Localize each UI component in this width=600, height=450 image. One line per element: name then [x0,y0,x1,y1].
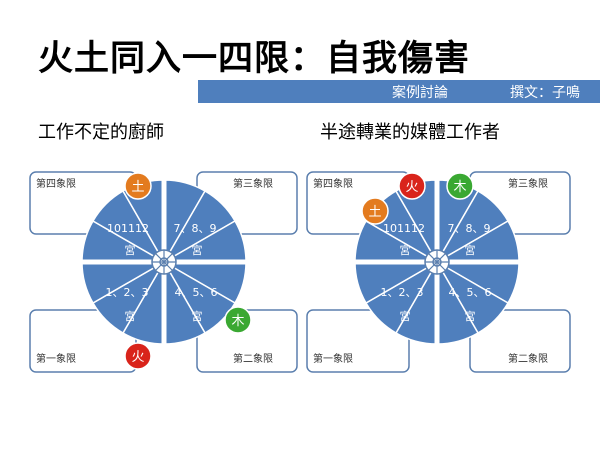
right-gong-lt: 宮 [400,243,411,257]
right-q3-label: 第三象限 [508,177,548,190]
left-fire-planet: 火 [124,342,152,370]
right-wood-planet: 木 [446,172,474,200]
banner-category: 案例討論 [392,85,448,101]
right-q1-label: 第一象限 [313,352,353,365]
right-case-subtitle: 半途轉業的媒體工作者 [320,122,500,143]
left-q1-label: 第一象限 [36,352,76,365]
title-banner [198,80,600,103]
left-house-lb: 1、2、3 [106,286,149,299]
left-case-subtitle: 工作不定的廚師 [38,122,164,143]
right-house-rb: 4、5、6 [449,286,492,299]
right-gong-rb: 宮 [465,309,476,323]
right-chart: 第四象限 第三象限 第一象限 第二象限 101112 宮 7、8、9 宮 1、2… [306,171,571,373]
charts-panel: 第四象限 第三象限 第一象限 第二象限 101112 宮 7、8、9 宮 1、2… [0,160,600,390]
right-fire-label: 火 [405,180,418,195]
left-earth-label: 土 [131,180,144,195]
left-gong-rt: 宮 [192,243,203,257]
left-fire-label: 火 [131,350,144,365]
left-wood-label: 木 [231,314,244,329]
right-q1-box [306,309,410,373]
left-gong-lb: 宮 [125,309,136,323]
left-house-rt: 7、8、9 [174,222,217,235]
left-wood-planet: 木 [224,306,252,334]
right-q2-label: 第二象限 [508,352,548,365]
left-earth-planet: 土 [124,172,152,200]
left-gong-lt: 宮 [125,243,136,257]
left-q1-box [29,309,137,373]
left-q3-label: 第三象限 [233,177,273,190]
right-gong-rt: 宮 [465,243,476,257]
right-house-lt: 101112 [383,222,425,235]
right-earth-planet: 土 [361,197,389,225]
banner-author: 撰文：子鳴 [510,85,580,101]
right-wood-label: 木 [453,180,466,195]
right-house-lb: 1、2、3 [381,286,424,299]
left-chart: 第四象限 第三象限 第一象限 第二象限 101112 宮 7、8、9 宮 1、2… [29,171,298,373]
right-house-rt: 7、8、9 [448,222,491,235]
left-q4-label: 第四象限 [36,177,76,190]
right-fire-planet: 火 [398,172,426,200]
right-gong-lb: 宮 [400,309,411,323]
page-title: 火土同入一四限：自我傷害 [38,38,471,79]
left-house-rb: 4、5、6 [175,286,218,299]
left-gong-rb: 宮 [192,309,203,323]
left-house-lt: 101112 [107,222,149,235]
right-q4-label: 第四象限 [313,177,353,190]
left-q2-label: 第二象限 [233,352,273,365]
right-q2-box [469,309,571,373]
right-earth-label: 土 [368,205,381,220]
